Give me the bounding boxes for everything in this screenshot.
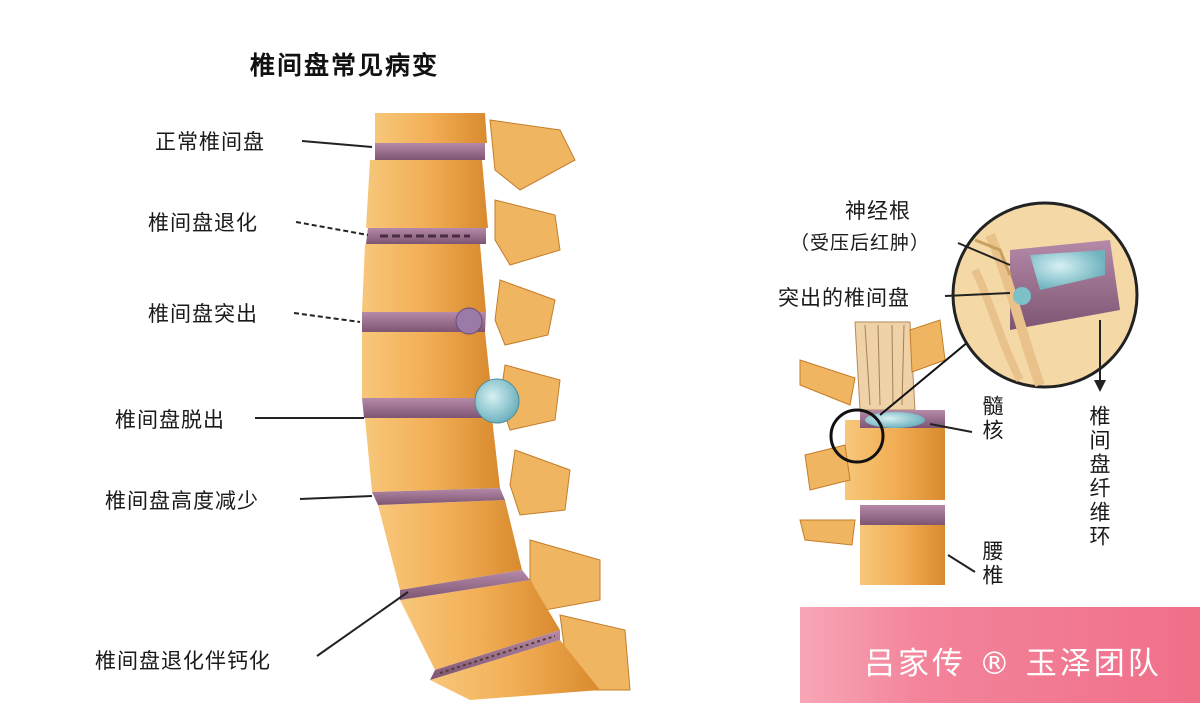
lumbar-section — [799, 319, 993, 585]
label-disc-height-loss: 椎间盘高度减少 — [105, 489, 259, 513]
label-disc-prolapse: 椎间盘脱出 — [115, 408, 225, 432]
label-disc-protrusion: 椎间盘突出 — [148, 302, 258, 326]
discs — [362, 143, 560, 680]
label-disc-calcification: 椎间盘退化伴钙化 — [95, 649, 271, 673]
label-herniated-disc: 突出的椎间盘 — [778, 286, 910, 310]
label-lumbar: 腰椎 — [980, 540, 1004, 588]
label-normal-disc: 正常椎间盘 — [155, 130, 265, 154]
left-leader-lines — [255, 140, 409, 657]
label-nucleus: 髓核 — [980, 395, 1004, 443]
spinous-processes — [489, 119, 631, 691]
right-leader-lines — [929, 242, 1106, 573]
label-disc-degeneration: 椎间盘退化 — [148, 211, 258, 235]
watermark-text: 吕家传 ® 玉泽团队 — [864, 646, 1162, 682]
label-nerve-root: 神经根 — [845, 199, 911, 223]
vertebral-bodies — [362, 113, 600, 700]
label-nerve-root-note: （受压后红肿） — [790, 232, 931, 254]
label-annulus: 椎间盘纤维环 — [1087, 405, 1111, 549]
watermark-banner — [800, 607, 1200, 703]
diagram-title: 椎间盘常见病变 — [250, 51, 440, 80]
